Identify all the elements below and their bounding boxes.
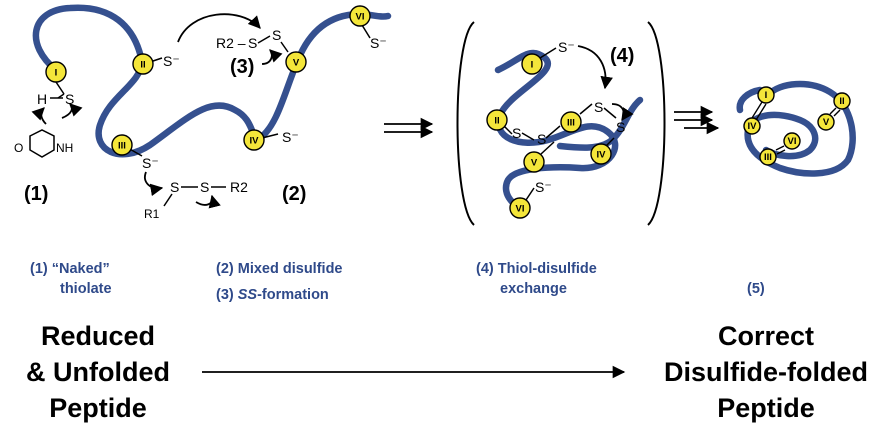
cysteine-IV-b: IV [590,143,612,165]
step-3-label: (3) [230,56,254,78]
disulfide-II-V [829,107,841,117]
peptide-chain-unfolded [32,4,392,158]
svg-text:II: II [140,60,145,71]
svg-text:S: S [248,35,257,51]
disulfide-I-IV [751,101,767,121]
svg-text:V: V [531,158,538,169]
cys-VI-thiolate-b: S⁻ [525,179,552,201]
svg-text:R2 –: R2 – [216,35,246,51]
caption-1-line1: (1) “Naked” [30,261,110,277]
svg-text:S: S [594,99,603,115]
disulfide-III-VI [775,145,786,155]
svg-text:S: S [200,179,209,195]
reduced-label-3: Peptide [49,393,147,423]
sulfur-label: S [65,91,74,107]
morpholine: O NH [14,129,73,158]
caption-5: (5) [747,281,765,297]
svg-text:S⁻: S⁻ [142,155,159,171]
svg-text:S: S [170,179,179,195]
equilibrium-arrow-1 [384,117,434,139]
folded-label-2: Disulfide-folded [664,357,868,387]
caption-4-line1: (4) Thiol-disulfide [476,261,597,277]
svg-text:III: III [764,152,772,163]
svg-text:S⁻: S⁻ [558,39,575,55]
cysteine-V: V [285,51,307,73]
hydrogen-label: H [37,91,47,107]
cys-I-thiolate-b: S⁻ [539,39,613,90]
svg-text:V: V [293,58,300,69]
cysteine-V-b: V [523,151,545,173]
svg-text:S: S [537,131,546,147]
caption-3: (3) SS-formation [216,287,329,303]
cysteine-VI-b: VI [509,197,531,219]
svg-text:S⁻: S⁻ [535,179,552,195]
cys-I-thiol: S H [31,81,83,125]
svg-text:I: I [531,60,534,71]
r2-disulfide-reagent: R2 – S S [216,27,289,65]
cysteine-II: II [132,53,154,75]
cysteine-I: I [45,61,67,83]
equilibrium-arrow-2 [674,105,720,135]
svg-text:VI: VI [356,12,365,23]
step-2-label: (2) [282,183,306,205]
step-1-label: (1) [24,183,48,205]
svg-text:III: III [567,118,575,129]
cysteine-III: III [111,134,133,156]
cysteine-III-b: III [560,111,582,133]
cysteine-I-c: I [757,86,775,104]
svg-text:S⁻: S⁻ [370,35,387,51]
svg-text:VI: VI [788,136,797,147]
cysteine-IV-c: IV [743,117,761,135]
svg-text:S⁻: S⁻ [163,53,180,69]
step-4-label: (4) [610,45,634,67]
svg-text:R2: R2 [230,179,248,195]
cys-III-mixed-disulfide: S⁻ S S R2 R1 [127,147,248,221]
cys-IV-thiolate: S⁻ [261,129,299,145]
svg-text:NH: NH [56,141,73,155]
cysteine-II-c: II [833,92,851,110]
svg-text:IV: IV [748,121,758,132]
folded-label-3: Peptide [717,393,815,423]
cys-VI-thiolate: S⁻ [361,24,387,51]
peptide-chain-tail [736,86,764,114]
intermediate-brackets [456,21,666,226]
cysteine-II-b: II [486,109,508,131]
cysteine-V-c: V [817,113,835,131]
svg-text:V: V [823,117,830,128]
cysteine-VI-c: VI [783,132,801,150]
svg-text:S: S [512,125,521,141]
svg-text:S: S [272,27,281,43]
cysteine-VI: VI [349,5,371,27]
svg-text:II: II [494,116,499,127]
svg-text:R1: R1 [144,207,160,221]
svg-text:III: III [118,141,126,152]
caption-2: (2) Mixed disulfide [216,261,343,277]
svg-text:S: S [616,119,625,135]
cysteine-I-b: I [521,53,543,75]
reduced-label-2: & Unfolded [26,357,170,387]
cysteine-IV: IV [243,129,265,151]
cysteine-III-c: III [759,148,777,166]
svg-text:O: O [14,141,23,155]
reduced-label-1: Reduced [41,321,155,351]
svg-text:IV: IV [250,136,260,147]
svg-text:IV: IV [597,150,607,161]
disulfide-exchange-IV: S S [579,99,634,149]
svg-text:II: II [839,96,844,107]
caption-4-line2: exchange [500,281,567,297]
caption-1-line2: thiolate [60,281,112,297]
folded-label-1: Correct [718,321,814,351]
svg-text:I: I [55,68,58,79]
svg-text:VI: VI [516,204,525,215]
svg-text:S⁻: S⁻ [282,129,299,145]
svg-text:I: I [765,90,768,101]
